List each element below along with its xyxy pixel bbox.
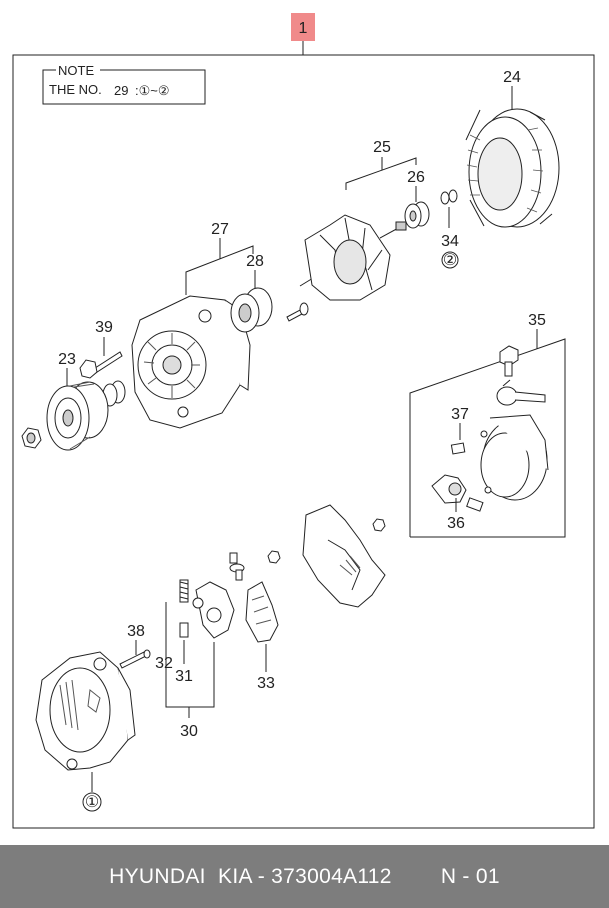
label-35: 35 bbox=[528, 312, 546, 329]
label-34: 34 bbox=[441, 233, 459, 250]
label-38: 38 bbox=[127, 623, 145, 640]
label-39: 39 bbox=[95, 319, 113, 336]
rear-cover-part bbox=[302, 504, 386, 608]
terminal-nut-part bbox=[267, 550, 281, 564]
footer-bar: HYUNDAI KIA - 373004A112 N - 01 bbox=[0, 845, 609, 908]
label-36: 36 bbox=[447, 515, 465, 532]
snap-ring-part bbox=[440, 189, 458, 205]
label-27: 27 bbox=[211, 221, 229, 238]
regulator-part bbox=[192, 581, 235, 639]
bracket-30 bbox=[165, 602, 215, 708]
note-title: NOTE bbox=[58, 63, 94, 78]
front-bearing-part bbox=[230, 287, 273, 333]
through-bolt-part bbox=[119, 649, 151, 669]
label-1-sub: ① bbox=[85, 794, 99, 811]
rear-housing-part bbox=[35, 651, 136, 771]
pulley-bolt-part bbox=[79, 351, 123, 379]
note-prefix: THE NO. bbox=[49, 82, 102, 97]
label-25: 25 bbox=[373, 139, 391, 156]
vacuum-pump-vane-part bbox=[450, 442, 484, 512]
exploded-parts-diagram: 1 NOTE THE NO. 29 :①~② 24 bbox=[12, 13, 595, 829]
note-number: 29 bbox=[114, 83, 128, 98]
label-28: 28 bbox=[246, 253, 264, 270]
footer-spacer bbox=[392, 865, 441, 889]
terminal-bolt-part bbox=[229, 552, 245, 581]
vacuum-pump-bolt-part bbox=[499, 345, 519, 377]
pulley-part bbox=[46, 381, 109, 451]
rectifier-part bbox=[245, 581, 279, 643]
outer-frame bbox=[12, 54, 595, 829]
vacuum-pump-body-part bbox=[480, 414, 549, 501]
footer-part-number: HYUNDAI KIA - 373004A112 bbox=[109, 864, 392, 888]
label-23: 23 bbox=[58, 351, 76, 368]
label-30: 30 bbox=[180, 723, 198, 740]
label-31: 31 bbox=[175, 668, 193, 685]
note-box: NOTE THE NO. 29 :①~② bbox=[42, 63, 206, 105]
footer-page-code: N - 01 bbox=[440, 864, 500, 888]
stator-part bbox=[465, 108, 560, 228]
note-range: :①~② bbox=[135, 83, 170, 98]
bracket-35 bbox=[409, 338, 566, 538]
vacuum-hose-fitting-part bbox=[496, 379, 546, 406]
label-32: 32 bbox=[155, 655, 173, 672]
label-34-sub: ② bbox=[443, 252, 457, 269]
main-callout-label: 1 bbox=[299, 20, 308, 37]
label-24: 24 bbox=[503, 69, 521, 86]
vacuum-pump-rotor-part bbox=[431, 474, 467, 504]
label-37: 37 bbox=[451, 406, 469, 423]
cover-nut-part bbox=[372, 518, 386, 532]
screw-part bbox=[286, 302, 309, 322]
label-33: 33 bbox=[257, 675, 275, 692]
rotor-part bbox=[299, 214, 407, 301]
pulley-nut-part bbox=[21, 427, 42, 449]
rotor-bearing-part bbox=[404, 201, 430, 229]
front-housing-part bbox=[131, 295, 251, 429]
main-callout-box bbox=[291, 13, 315, 41]
brush-part bbox=[179, 622, 189, 638]
label-26: 26 bbox=[407, 169, 425, 186]
brush-spring-part bbox=[179, 579, 189, 603]
bracket-25 bbox=[345, 157, 417, 190]
